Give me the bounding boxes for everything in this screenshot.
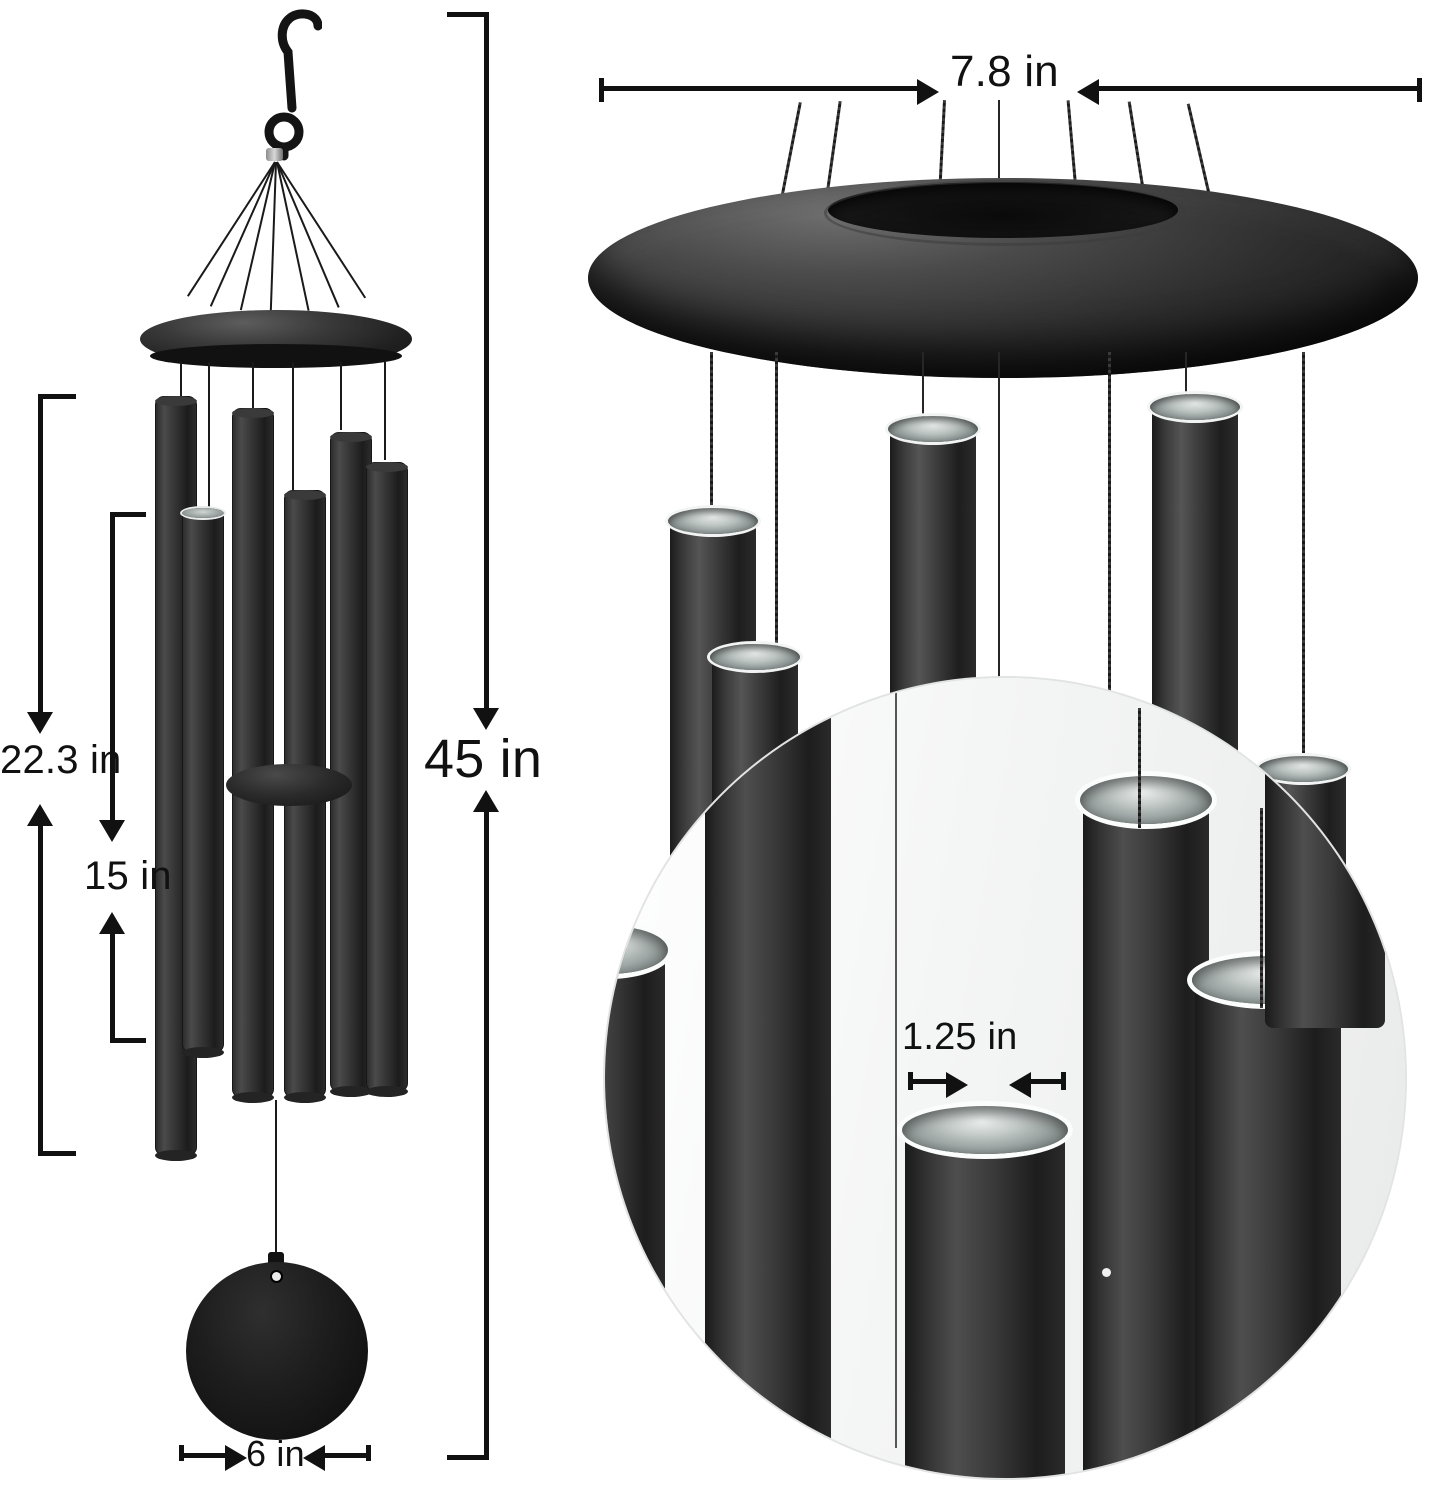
dim-label-total-height: 45 in: [424, 729, 543, 789]
tube-cord: [208, 362, 210, 510]
surface-speck: [1102, 1268, 1111, 1277]
s-hook-icon: [232, 8, 322, 168]
suspension-cord: [209, 161, 276, 307]
tube-cord: [180, 362, 182, 414]
magnified-wire: [1138, 708, 1141, 828]
tube-wire: [1108, 352, 1111, 792]
canopy-disc-large: [588, 178, 1418, 378]
tube-cord: [384, 362, 386, 460]
magnified-tube: [1080, 776, 1212, 1478]
magnified-tube: [705, 678, 831, 1478]
tube-wire: [998, 352, 1000, 702]
dim-label-longest-tube: 15 in: [84, 854, 172, 898]
canopy-underside: [150, 344, 402, 368]
tube-wire: [922, 352, 924, 432]
tube-wire: [1302, 352, 1305, 772]
tube-wire: [710, 352, 713, 524]
tube-wire: [775, 352, 778, 660]
left-product-panel: 22.3 in 15 in 6 in: [0, 0, 560, 1495]
hook-ferrule: [266, 148, 283, 161]
magnified-tube: [1192, 956, 1344, 1478]
chime-tube: [330, 432, 372, 1097]
dim-label-tube-span: 22.3 in: [0, 738, 122, 782]
dim-label-tube-diameter: 1.25 in: [902, 1016, 1018, 1058]
chime-tube: [182, 508, 224, 1058]
tube-cord: [340, 362, 342, 430]
suspension-cord: [276, 161, 340, 308]
suspension-cord: [187, 161, 276, 297]
dim-label-sail-diameter: 6 in: [246, 1433, 305, 1474]
chime-tube: [366, 462, 408, 1097]
magnifier-inset: 1.25 in: [605, 678, 1405, 1478]
sail-hole: [272, 1272, 281, 1281]
tube-cord: [292, 362, 294, 542]
magnified-wire: [895, 688, 897, 1448]
suspension-cord: [269, 161, 277, 312]
striker-ring: [226, 764, 352, 806]
wind-sail-disc: [186, 1262, 368, 1440]
magnified-tube-measured: [902, 1106, 1068, 1478]
sail-cord: [275, 1100, 277, 1260]
magnified-tube: [1262, 716, 1388, 1028]
dim-label-canopy-width: 7.8 in: [950, 47, 1059, 96]
suspension-wire: [998, 100, 1000, 200]
right-closeup-panel: 7.8 in: [560, 0, 1431, 1495]
chime-tube: [232, 408, 274, 1103]
magnified-wire: [1260, 808, 1263, 1008]
tube-wire: [1185, 352, 1187, 410]
magnified-tube: [605, 926, 668, 1478]
